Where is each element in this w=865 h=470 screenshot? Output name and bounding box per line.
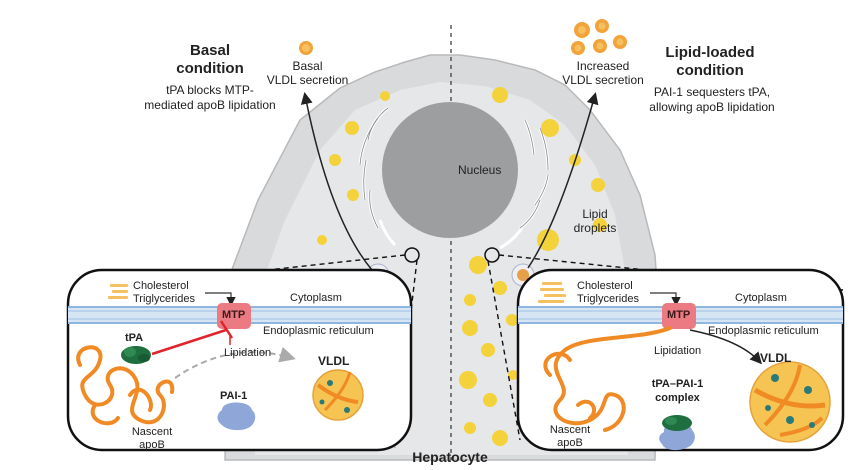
lipid-droplets-label-line1: Lipid (582, 207, 608, 221)
right-desc-line2: allowing apoB lipidation (649, 100, 775, 114)
left-desc-line1: tPA blocks MTP- (166, 83, 254, 97)
right-cholesterol-label: Cholesterol (577, 280, 633, 292)
nascent-apob-left (76, 345, 175, 426)
right-title-line1: Lipid-loaded (665, 44, 755, 61)
mtp-protein-left (217, 303, 251, 329)
right-mtp-label: MTP (667, 309, 691, 321)
nascent-apob-right (543, 326, 672, 432)
inhibition-line (151, 328, 227, 356)
right-title-line2: condition (676, 62, 744, 79)
left-vldl-label: VLDL (318, 354, 350, 368)
tpa-label: tPA (125, 332, 144, 344)
left-secretion-line2: VLDL secretion (266, 73, 349, 87)
nucleus-label: Nucleus (458, 163, 502, 177)
lipid-droplets-label-line2: droplets (573, 221, 617, 235)
left-mtp-label: MTP (222, 309, 246, 321)
right-desc-line1: PAI-1 sequesters tPA, (653, 85, 771, 99)
vldl-secreted-right (571, 19, 627, 55)
right-vldl-label: VLDL (760, 351, 792, 365)
left-cholesterol-label: Cholesterol (133, 280, 189, 292)
secretion-arrow-left (300, 92, 373, 271)
right-nascent-line1: Nascent (549, 424, 591, 436)
left-title-line1: Basal (189, 42, 231, 59)
mtp-protein-right (662, 303, 696, 329)
left-nascent-line1: Nascent (131, 426, 173, 438)
right-cytoplasm-label: Cytoplasm (735, 292, 787, 304)
lipid-icons-right (538, 282, 566, 303)
left-lipidation-label: Lipidation (224, 347, 272, 359)
secretion-arrow-right (527, 92, 599, 269)
left-triglycerides-label: Triglycerides (133, 293, 195, 305)
left-desc-line2: mediated apoB lipidation (144, 98, 276, 112)
right-triglycerides-label: Triglycerides (577, 293, 639, 305)
vldl-secreted-left (299, 41, 313, 55)
lipid-droplets-left (317, 91, 390, 245)
right-secretion-line1: Increased (576, 59, 630, 73)
right-nascent-line2: apoB (557, 437, 583, 449)
lipid-droplets-right (459, 87, 607, 446)
pai1-label: PAI-1 (220, 390, 248, 402)
left-nascent-line2: apoB (139, 439, 165, 451)
lipidation-arrow-left (174, 346, 296, 379)
left-zoom-box (66, 268, 413, 452)
right-zoom-box (516, 268, 845, 452)
right-lipidation-label: Lipidation (654, 345, 702, 357)
lipidation-arrow-right (689, 329, 763, 365)
complex-label-line2: complex (655, 392, 700, 404)
left-cytoplasm-label: Cytoplasm (290, 292, 342, 304)
left-title-line2: condition (176, 60, 244, 77)
left-er-label: Endoplasmic reticulum (263, 325, 374, 337)
lipid-icons-left (108, 284, 128, 299)
right-er-label: Endoplasmic reticulum (708, 325, 819, 337)
right-secretion-line2: VLDL secretion (562, 73, 644, 87)
tpa-pai1-complex (659, 422, 695, 451)
pai1-protein (217, 402, 256, 431)
nucleus (382, 102, 518, 238)
left-secretion-line1: Basal (292, 59, 323, 73)
hepatocyte-label: Hepatocyte (412, 449, 488, 465)
complex-label-line1: tPA–PAI-1 (651, 378, 704, 390)
